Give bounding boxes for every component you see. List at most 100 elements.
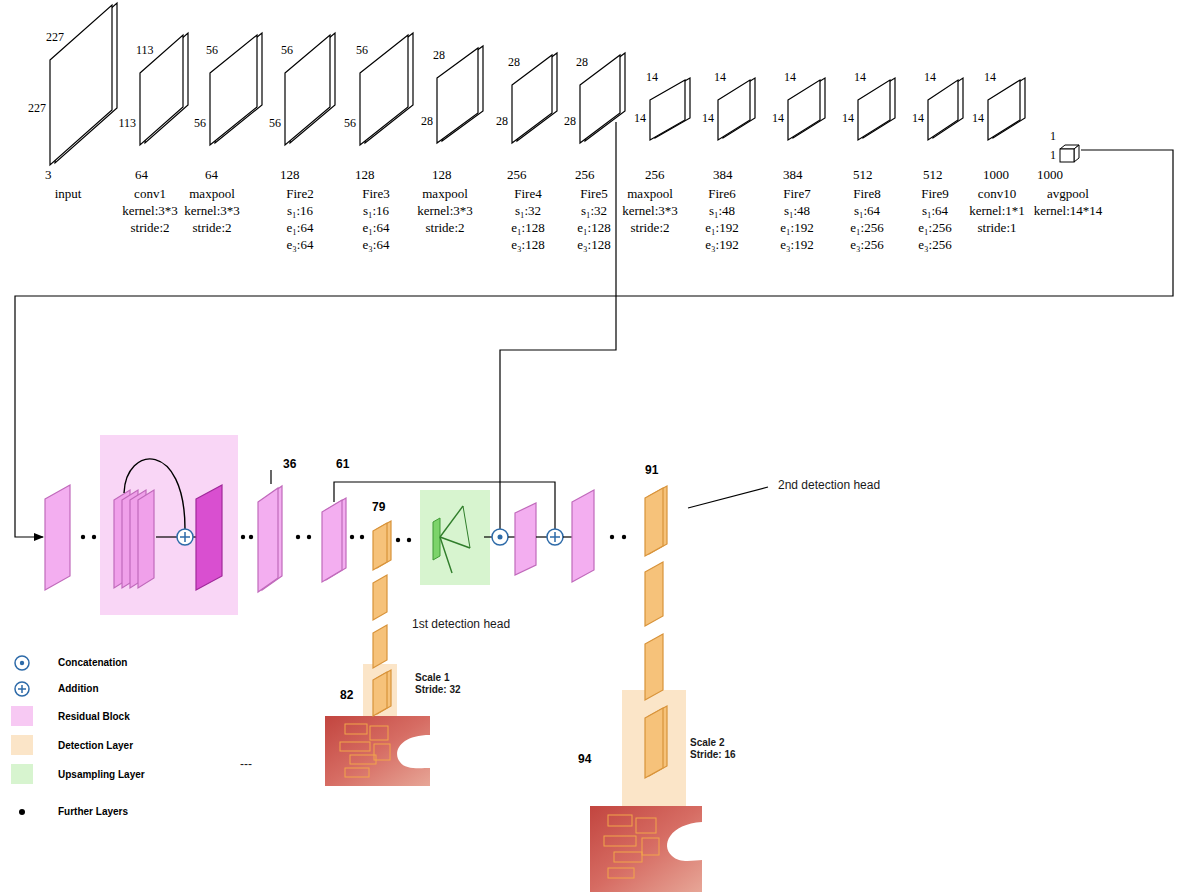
slab-face [50, 5, 112, 165]
detection-box [608, 868, 634, 878]
cube-face [1060, 149, 1074, 162]
layer-shape [360, 35, 419, 147]
layer-shape [718, 80, 761, 142]
dimension-number: 14 [714, 70, 726, 85]
channel-number: 128 [432, 167, 452, 183]
feature-wire [15, 150, 1173, 537]
network-layer: 5656128Fire3 s₁:16 e₁:64 e₃:64 [360, 35, 413, 145]
slab-face [258, 488, 278, 592]
annotation-label: Scale 2 Stride: 16 [690, 737, 745, 761]
concatenation-symbol [492, 529, 508, 545]
layer-label: maxpool kernel:3*3 stride:2 [622, 185, 678, 236]
residual-layer [572, 490, 594, 582]
dimension-number: 1 [1050, 148, 1056, 163]
network-layer: 1414384Fire7 s₁:48 e₁:192 e₃:192 [788, 80, 825, 140]
channel-number: 384 [783, 167, 803, 183]
layer-label: conv10 kernel:1*1 stride:1 [969, 185, 1025, 236]
detection-box [350, 755, 376, 764]
network-layer: 2828256Fire4 s₁:32 e₁:128 e₃:128 [512, 55, 557, 143]
further-dot [241, 535, 245, 539]
detection-layer [645, 634, 663, 700]
tick-mark [270, 470, 271, 484]
dimension-number: 14 [702, 111, 714, 126]
network-layer: 5656128Fire2 s₁:16 e₁:64 e₃:64 [285, 35, 335, 145]
yolo-layer: 61 [322, 500, 346, 582]
upsampling-fan [440, 537, 470, 548]
dimension-number: 14 [842, 111, 854, 126]
dimension-number: 28 [576, 55, 588, 70]
slab-face [988, 80, 1020, 140]
dimension-number: 14 [646, 70, 658, 85]
detection-photo [325, 716, 430, 786]
layer-shape [373, 523, 397, 572]
further-dot [396, 538, 400, 542]
layer-label: conv1 kernel:3*3 stride:2 [122, 185, 178, 236]
legend-text: Residual Block [58, 711, 130, 722]
detection-photo [590, 806, 702, 892]
detection-layer [645, 562, 663, 626]
channel-number: 1000 [983, 167, 1009, 183]
dimension-number: 14 [772, 111, 784, 126]
layer-shape [50, 5, 123, 167]
layer-label: Fire6 s₁:48 e₁:192 e₃:192 [705, 185, 738, 253]
detection-box [340, 742, 370, 751]
dimension-number: 14 [924, 70, 936, 85]
legend-swatch [11, 735, 33, 755]
addition-symbol [547, 529, 563, 545]
detection-layer [373, 625, 387, 668]
layer-shape [258, 488, 288, 594]
layer-shape [322, 500, 352, 584]
dimension-number: 14 [634, 111, 646, 126]
legend-addition-symbol [15, 682, 29, 696]
yolo-layer: 91 [645, 488, 667, 556]
dimension-number: 14 [784, 70, 796, 85]
detection-box [370, 726, 388, 740]
channel-number: 256 [507, 167, 527, 183]
layer-shape [373, 672, 397, 718]
dimension-number: 227 [28, 101, 46, 116]
dimension-number: 227 [46, 30, 64, 45]
network-layer: 11311364conv1 kernel:3*3 stride:2 [140, 35, 188, 145]
layer-label: Fire7 s₁:48 e₁:192 e₃:192 [780, 185, 813, 253]
legend-text: Concatenation [58, 657, 127, 668]
dimension-number: 56 [206, 43, 218, 58]
network-layer: 1414256maxpool kernel:3*3 stride:2 [650, 80, 690, 140]
further-dot [296, 535, 300, 539]
legend-further-dot [19, 809, 25, 815]
flow-wire [484, 536, 492, 537]
further-dot [360, 535, 364, 539]
dimension-number: 56 [194, 116, 206, 131]
yolo-layer: 79 [373, 523, 391, 570]
layer-label: Fire3 s₁:16 e₁:64 e₃:64 [362, 185, 389, 253]
annotation-label: Scale 1 Stride: 32 [415, 672, 470, 696]
dimension-number: 56 [269, 116, 281, 131]
dimension-number: 28 [433, 48, 445, 63]
dimension-number: 56 [344, 116, 356, 131]
detection-photo [667, 822, 702, 861]
network-layer: 1414512Fire8 s₁:64 e₁:256 e₃:256 [858, 80, 895, 140]
legend-swatch [11, 706, 33, 726]
annotation-label: 1st detection head [412, 617, 510, 631]
layer-label: input [55, 185, 82, 202]
upsampling-region [420, 490, 490, 585]
route-wire [500, 122, 616, 529]
slab-face [718, 80, 750, 140]
layer-label: Fire4 s₁:32 e₁:128 e₃:128 [511, 185, 544, 253]
legend-addition-symbol [21, 685, 23, 693]
dimension-number: 113 [118, 116, 136, 131]
callout-number: 79 [372, 500, 385, 514]
dimension-number: 1 [1050, 129, 1056, 144]
annotation-label: 2nd detection head [778, 478, 880, 492]
callout-number: 94 [578, 752, 591, 766]
detection-photo [397, 735, 430, 768]
channel-number: 128 [355, 167, 375, 183]
layer-shape [645, 708, 673, 780]
legend-text: Detection Layer [58, 740, 133, 751]
dimension-number: 28 [508, 55, 520, 70]
channel-number: 256 [575, 167, 595, 183]
layer-shape [650, 80, 696, 142]
network-layer: 111000avgpool kernel:14*14 [1060, 145, 1079, 162]
upsampling-fan [463, 506, 470, 548]
layer-shape [645, 488, 673, 558]
legend-text: Upsampling Layer [58, 769, 145, 780]
